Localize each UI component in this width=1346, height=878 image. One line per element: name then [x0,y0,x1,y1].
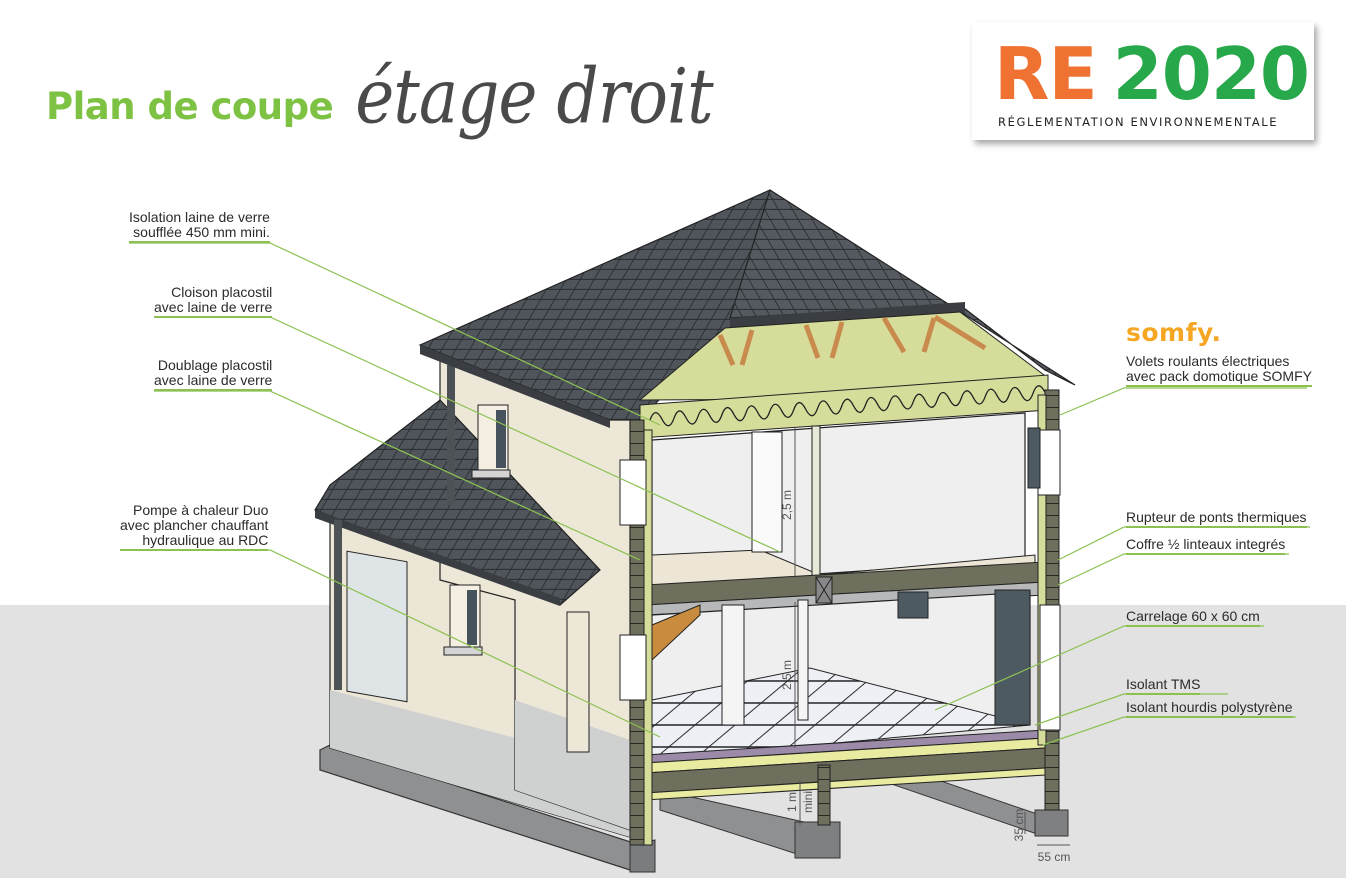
label-line: soufflée 450 mm mini. [133,224,270,240]
label-polystyrene-insulation: Isolant hourdis polystyrène [1126,700,1293,718]
dim-crawl-space: 1 m [785,792,799,812]
label-line: avec laine de verre [154,299,273,315]
facade-windows [346,404,590,753]
label-line: Coffre ½ linteaux integrés [1126,536,1286,552]
badge-subtitle: RÉGLEMENTATION ENVIRONNEMENTALE [998,115,1279,129]
label-tms-insulation: Isolant TMS [1126,676,1201,695]
dim-crawl-note: mini [801,791,815,813]
patio-door [994,589,1031,726]
dim-footing-width: 55 cm [1038,850,1071,864]
label-line: Cloison placostil [171,284,273,300]
roller-shutter-box [619,459,647,526]
dimension-lines [794,428,1070,846]
label-line: hydraulique au RDC [142,532,269,548]
roof-trusses [717,314,987,366]
label-line: Pompe à chaleur Duo [132,502,269,518]
label-roller-shutters: Volets roulants électriques avec pack do… [1126,354,1312,387]
label-line: Doublage placostil [157,357,273,373]
label-line: avec pack domotique SOMFY [1126,368,1312,384]
somfy-logo: somfy. [1126,318,1222,347]
label-heat-pump: Pompe à chaleur Duo avec plancher chauff… [120,502,269,551]
label-thermal-bridge-breaker: Rupteur de ponts thermiques [1126,510,1307,528]
label-lining-placostil: Doublage placostil avec laine de verre [154,357,273,391]
label-line: Rupteur de ponts thermiques [1126,509,1307,525]
title-main: Plan de coupe [46,85,334,128]
page-title: Plan de coupe étage droit [46,52,714,141]
label-line: Carrelage 60 x 60 cm [1126,608,1260,624]
label-line: Isolant hourdis polystyrène [1126,699,1293,715]
dim-upper-height: 2,5 m [780,490,794,520]
dim-lower-height: 2,5 m [780,660,794,690]
label-line: avec laine de verre [154,372,273,388]
year-text: 2020 [1112,32,1310,116]
re-text: RE [994,32,1098,116]
dim-footing-height: 35 cm [1012,809,1026,842]
label-lintel-box: Coffre ½ linteaux integrés [1126,536,1286,555]
title-script: étage droit [355,52,713,141]
label-blown-glass-wool: Isolation laine de verre soufflée 450 mm… [129,210,270,243]
label-line: Volets roulants électriques [1126,353,1290,369]
downpipe [447,365,455,505]
label-tiling: Carrelage 60 x 60 cm [1126,609,1260,627]
label-line: avec plancher chauffant [120,517,269,533]
label-line: Isolant TMS [1126,676,1201,692]
label-partition-placostil: Cloison placostil avec laine de verre [154,284,273,318]
label-line: Isolation laine de verre [129,209,270,225]
